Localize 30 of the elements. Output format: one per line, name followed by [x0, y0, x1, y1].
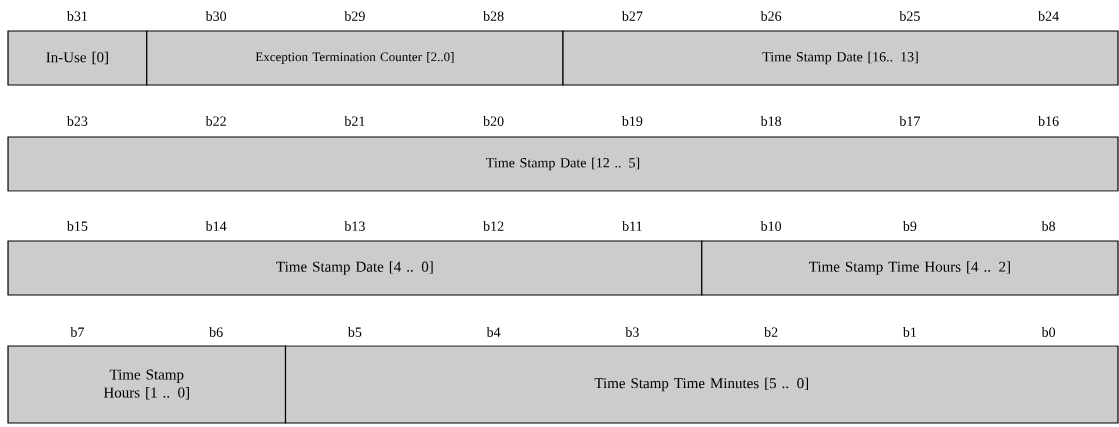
bit-number-label: b7 — [70, 327, 84, 337]
bit-number-label: b14 — [205, 221, 227, 231]
bit-number-label: b10 — [760, 221, 782, 231]
bit-number-label: b5 — [347, 327, 362, 337]
bit-number-label: b3 — [625, 327, 639, 337]
bit-number-label: b23 — [66, 116, 88, 126]
bit-number-label: b21 — [344, 116, 365, 126]
bit-number-label: b19 — [621, 116, 643, 126]
bit-number-label: b1 — [902, 327, 917, 337]
bit-field-box: Time Stamp Date [4 .. 0] — [7, 240, 703, 296]
bit-field-box: Time Stamp Hours [1 .. 0] — [7, 345, 287, 424]
bit-number-label: b20 — [483, 116, 504, 126]
bit-number-label: b12 — [483, 221, 504, 231]
bit-number-label: b2 — [764, 327, 778, 337]
bit-number-label: b4 — [486, 327, 501, 337]
bit-number-label: b15 — [66, 221, 88, 231]
bit-number-label: b22 — [205, 116, 226, 126]
bit-number-label: b17 — [899, 116, 920, 126]
bit-number-label: b6 — [209, 327, 223, 337]
bit-number-label: b16 — [1038, 116, 1059, 126]
bit-number-label: b8 — [1041, 221, 1056, 231]
bit-field-box: Time Stamp Date [16.. 13] — [562, 30, 1119, 86]
bit-number-label: b18 — [760, 116, 782, 126]
bit-field-box: Time Stamp Date [12 .. 5] — [7, 136, 1119, 192]
bit-number-label: b9 — [902, 221, 917, 231]
bit-number-label: b0 — [1041, 327, 1056, 337]
bit-number-label: b11 — [622, 221, 642, 231]
bit-field-box: In-Use [0] — [7, 30, 148, 86]
bit-field-box: Time Stamp Time Hours [4 .. 2] — [701, 240, 1119, 296]
bit-number-label: b13 — [344, 221, 365, 231]
